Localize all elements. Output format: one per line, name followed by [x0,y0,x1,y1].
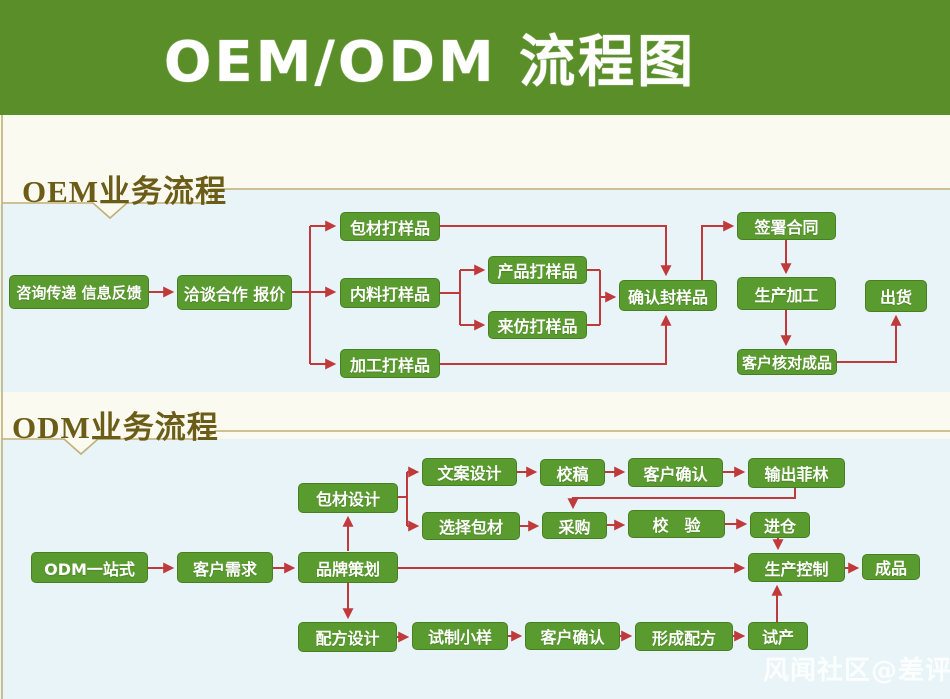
flow-node-odm-purchase: 采购 [542,512,607,539]
flow-node-oem-confirm-sample: 确认封样品 [619,280,717,311]
flow-node-odm-select-package: 选择包材 [422,512,520,540]
flow-node-odm-client-confirm-bottom: 客户确认 [525,622,620,650]
oem-section-title: OEM业务流程 [22,174,228,209]
flow-node-oem-consult: 咨询传递 信息反馈 [9,275,149,309]
flow-node-oem-sign-contract: 签署合同 [737,212,836,240]
title-background-patch [0,189,212,204]
flow-node-oem-inner-sample: 内料打样品 [340,278,440,308]
flow-node-oem-packaging-sample: 包材打样品 [340,212,440,241]
flow-node-odm-customer-needs: 客户需求 [177,552,273,583]
flow-node-odm-trial-sample: 试制小样 [412,622,508,650]
flow-node-odm-finished: 成品 [862,554,920,580]
oem-banner-line [2,188,950,220]
flow-node-oem-ship: 出货 [865,280,927,312]
flow-node-odm-formula-design: 配方设计 [298,622,397,652]
odm-banner-line [2,430,950,456]
flow-node-odm-one-stop: ODM一站式 [31,552,148,583]
flow-node-oem-negotiate: 洽谈合作 报价 [177,275,292,310]
page-title: OEM/ODM 流程图 [163,30,697,95]
header-banner [0,0,950,115]
watermark: 风闻社区@差评 [763,656,950,686]
odm-section-title: ODM业务流程 [12,410,219,445]
flow-node-oem-production: 生产加工 [737,277,836,310]
flow-node-odm-copy-design: 文案设计 [422,458,517,486]
flow-node-odm-film-output: 输出菲林 [748,458,845,488]
flow-node-odm-warehouse: 进仓 [750,512,810,538]
oem-banner-notch [93,203,127,218]
flow-node-odm-trial-production: 试产 [748,622,808,650]
flow-node-odm-production-control: 生产控制 [748,553,845,582]
flow-node-odm-package-design: 包材设计 [298,483,398,513]
flow-node-odm-client-confirm-top: 客户确认 [628,458,723,487]
odm-banner-notch [64,439,98,454]
flow-node-oem-imitation-sample: 来仿打样品 [488,311,587,339]
flow-node-odm-form-formula: 形成配方 [635,622,733,651]
flow-node-oem-product-sample: 产品打样品 [488,256,587,284]
flow-node-odm-inspection: 校 验 [628,510,725,538]
flow-node-oem-process-sample: 加工打样品 [340,349,440,378]
flow-node-odm-brand-planning: 品牌策划 [298,552,398,583]
flow-node-odm-proofread: 校稿 [540,459,605,486]
flow-node-oem-verify: 客户核对成品 [737,349,837,375]
